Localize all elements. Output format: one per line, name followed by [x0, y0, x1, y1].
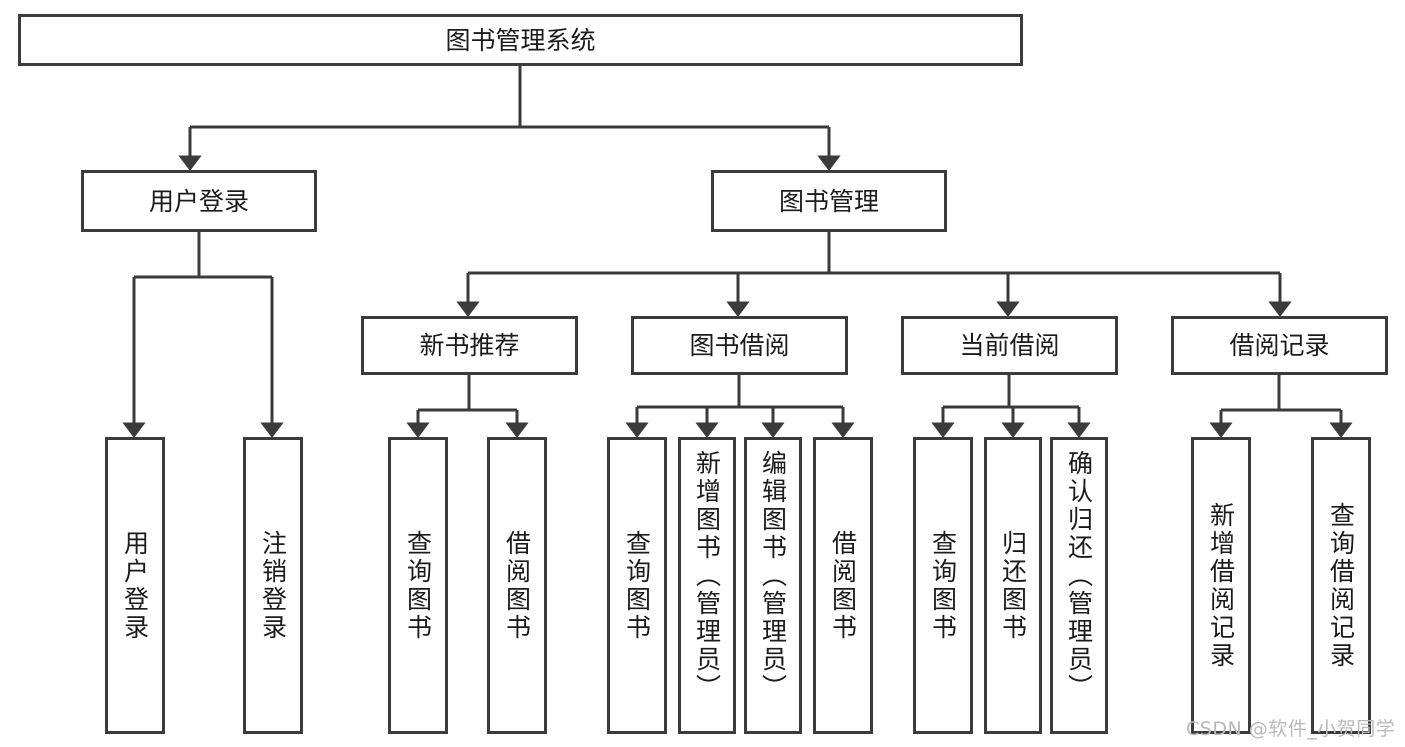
node-leaf-user-login[interactable]: 用户登录 [105, 437, 165, 734]
node-leaf-user-logout-label: 注销登录 [258, 529, 288, 642]
node-user-login[interactable]: 用户登录 [81, 170, 317, 232]
node-leaf-query-book-2[interactable]: 查询图书 [607, 437, 667, 734]
node-leaf-query-record[interactable]: 查询借阅记录 [1311, 437, 1371, 734]
node-leaf-query-book-3[interactable]: 查询图书 [913, 437, 973, 734]
node-leaf-borrow-book-1[interactable]: 借阅图书 [487, 437, 547, 734]
node-leaf-return-book-label: 归还图书 [998, 529, 1028, 642]
node-leaf-add-record[interactable]: 新增借阅记录 [1191, 437, 1251, 734]
node-leaf-query-book-1-label: 查询图书 [403, 529, 433, 642]
node-current-borrow-label: 当前借阅 [959, 331, 1060, 360]
node-leaf-add-book-label: 新增图书（管理员） [692, 450, 722, 702]
node-new-book-recommend-label: 新书推荐 [419, 331, 520, 360]
node-leaf-edit-book-label: 编辑图书（管理员） [758, 450, 788, 702]
node-leaf-user-login-label: 用户登录 [120, 529, 150, 642]
node-new-book-recommend[interactable]: 新书推荐 [361, 316, 578, 375]
node-leaf-query-book-3-label: 查询图书 [928, 529, 958, 642]
node-leaf-user-logout[interactable]: 注销登录 [243, 437, 303, 734]
node-leaf-return-book[interactable]: 归还图书 [984, 437, 1042, 734]
node-leaf-add-book[interactable]: 新增图书（管理员） [678, 437, 736, 734]
node-leaf-query-record-label: 查询借阅记录 [1326, 501, 1356, 670]
node-borrow-record-label: 借阅记录 [1229, 331, 1330, 360]
node-book-manage-label: 图书管理 [778, 186, 879, 216]
csdn-watermark: CSDN @软件_小贺同学 [1186, 718, 1396, 740]
node-leaf-confirm-return-label: 确认归还（管理员） [1064, 450, 1094, 702]
node-borrow-record[interactable]: 借阅记录 [1171, 316, 1388, 375]
node-leaf-confirm-return[interactable]: 确认归还（管理员） [1050, 437, 1108, 734]
node-book-borrow[interactable]: 图书借阅 [631, 316, 848, 375]
node-book-manage[interactable]: 图书管理 [711, 170, 947, 232]
node-leaf-borrow-book-2-label: 借阅图书 [828, 529, 858, 642]
node-leaf-query-book-1[interactable]: 查询图书 [388, 437, 448, 734]
node-root-label: 图书管理系统 [445, 25, 596, 55]
node-leaf-add-record-label: 新增借阅记录 [1206, 501, 1236, 670]
node-leaf-borrow-book-2[interactable]: 借阅图书 [813, 437, 873, 734]
node-user-login-label: 用户登录 [148, 186, 249, 216]
node-leaf-edit-book[interactable]: 编辑图书（管理员） [744, 437, 802, 734]
node-leaf-borrow-book-1-label: 借阅图书 [502, 529, 532, 642]
node-book-borrow-label: 图书借阅 [689, 331, 790, 360]
node-root[interactable]: 图书管理系统 [18, 14, 1023, 66]
node-current-borrow[interactable]: 当前借阅 [901, 316, 1118, 375]
node-leaf-query-book-2-label: 查询图书 [622, 529, 652, 642]
